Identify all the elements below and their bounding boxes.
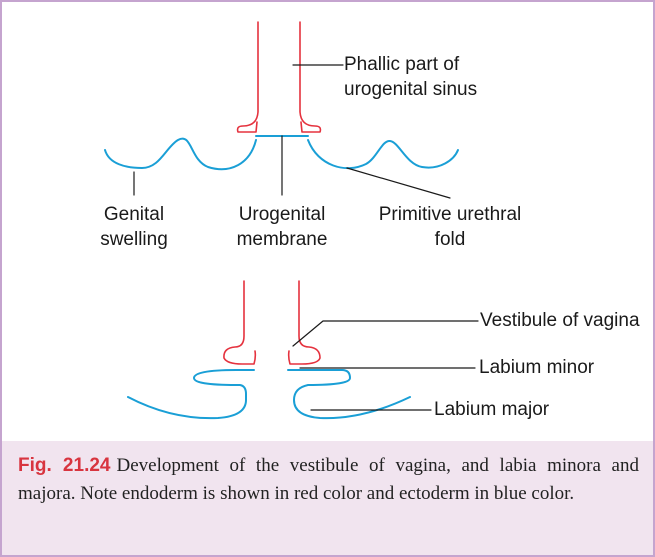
label-phallic-sinus: Phallic part of urogenital sinus <box>344 52 477 102</box>
label-primitive-urethral-fold-line1: Primitive urethral <box>350 202 550 227</box>
label-vestibule-of-vagina: Vestibule of vagina <box>480 308 640 333</box>
lower-ectoderm-outline <box>128 370 410 418</box>
vestibule-leader <box>293 321 478 346</box>
label-genital-swelling-line1: Genital <box>78 202 190 227</box>
figure-number: Fig. 21.24 <box>18 455 110 476</box>
label-urogenital-membrane-line2: membrane <box>207 227 357 252</box>
label-genital-swelling: Genital swelling <box>78 202 190 252</box>
label-urogenital-membrane: Urogenital membrane <box>207 202 357 252</box>
caption-body: Development of the vestibule of vagina, … <box>18 455 639 504</box>
label-labium-major: Labium major <box>434 397 549 422</box>
vestibule-endoderm-outline <box>224 281 320 364</box>
label-phallic-sinus-line2: urogenital sinus <box>344 77 477 102</box>
label-phallic-sinus-line1: Phallic part of <box>344 52 477 77</box>
label-labium-minor: Labium minor <box>479 355 594 380</box>
label-primitive-urethral-fold-line2: fold <box>350 227 550 252</box>
label-urogenital-membrane-line1: Urogenital <box>207 202 357 227</box>
phallic-sinus-endoderm-outline <box>238 22 321 132</box>
label-genital-swelling-line2: swelling <box>78 227 190 252</box>
primitive-urethral-fold-leader <box>347 168 450 198</box>
label-primitive-urethral-fold: Primitive urethral fold <box>350 202 550 252</box>
